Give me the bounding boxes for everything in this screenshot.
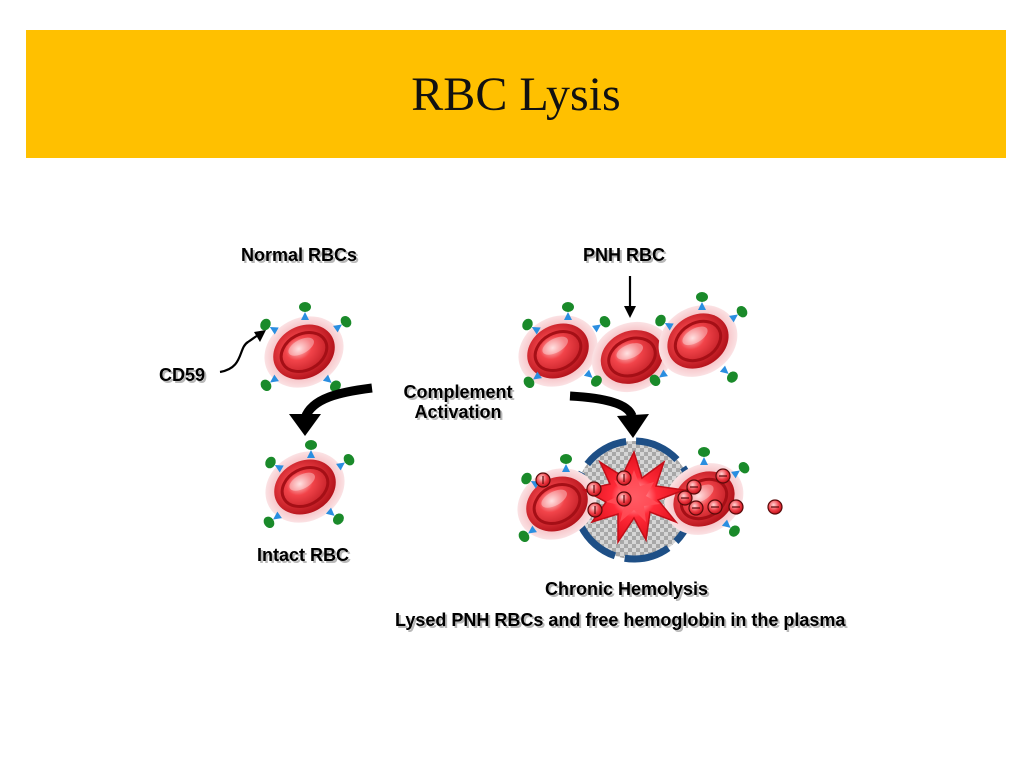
label-pnh-rbc: PNH RBC xyxy=(583,245,666,265)
label-complement-line1: Complement xyxy=(403,382,513,402)
label-intact-rbc: Intact RBC xyxy=(257,545,350,565)
pnh-pointer-arrow xyxy=(624,276,636,318)
complement-arrow-right xyxy=(569,391,649,438)
label-lysed-caption: Lysed PNH RBCs and free hemoglobin in th… xyxy=(395,610,846,630)
title-bar: RBC Lysis xyxy=(26,30,1006,158)
label-chronic-hemolysis: Chronic Hemolysis xyxy=(545,579,709,599)
complement-arrow-left xyxy=(289,383,373,436)
cd59-pointer-arrow xyxy=(219,330,266,374)
label-cd59: CD59 xyxy=(159,365,206,385)
slide-title: RBC Lysis xyxy=(411,67,621,121)
label-complement-line2: Activation xyxy=(414,402,502,422)
label-normal-rbcs: Normal RBCs xyxy=(241,245,358,265)
label-complement-activation: Complement Activation xyxy=(396,382,520,422)
